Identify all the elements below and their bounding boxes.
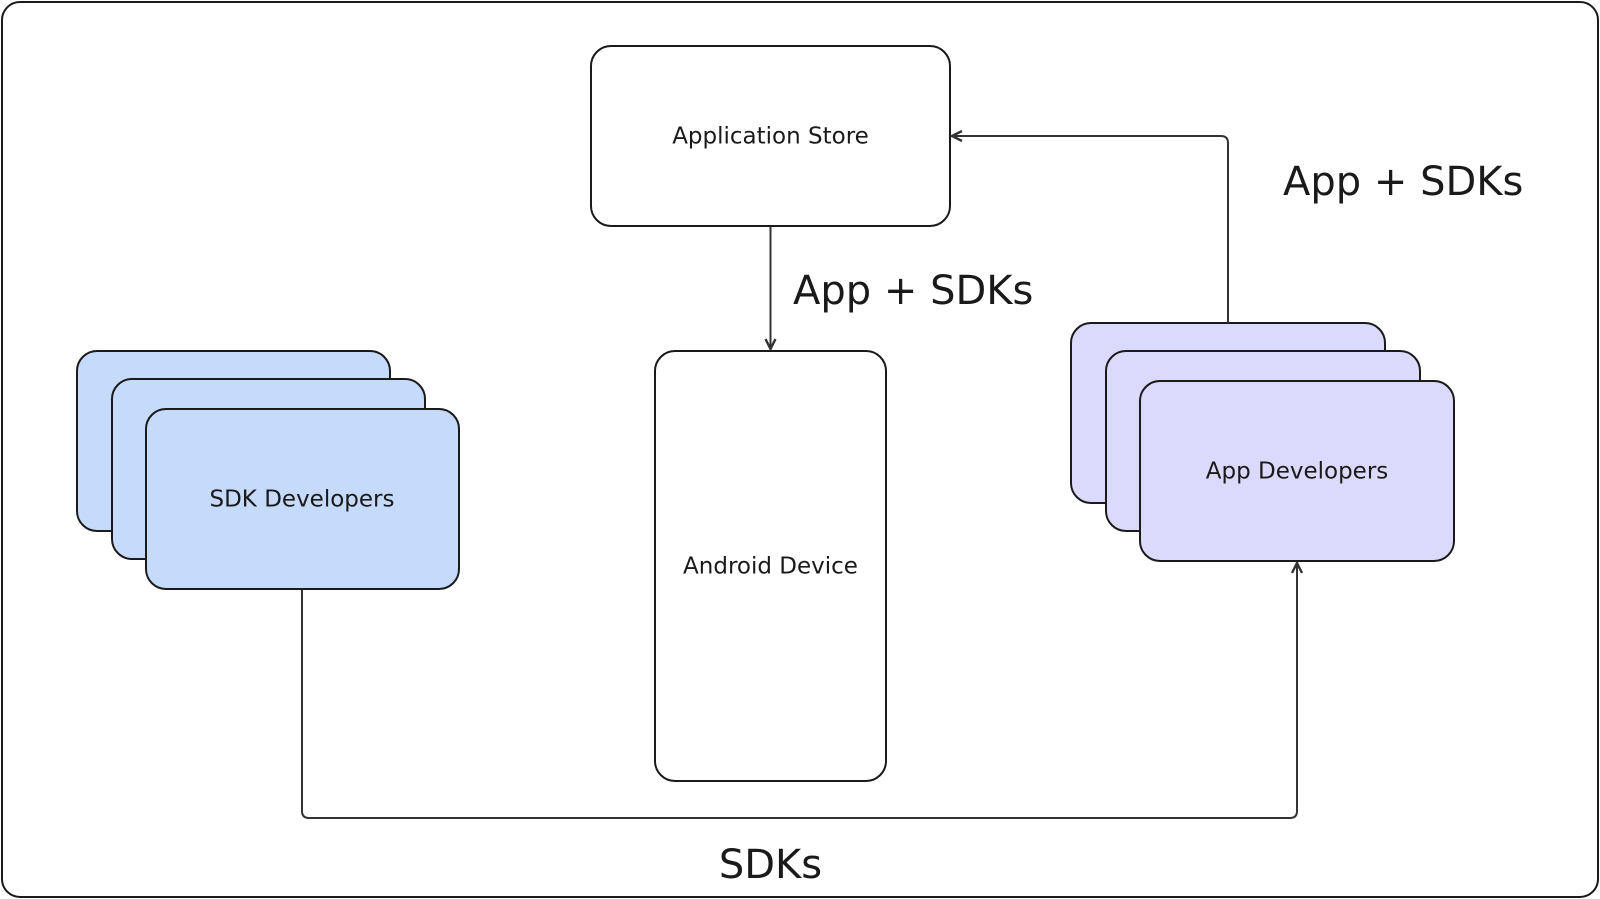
edge-app-devs-to-store-line <box>953 136 1229 323</box>
android-device-box <box>654 350 887 782</box>
sdk-developers-card-front <box>145 408 460 590</box>
app-developers-label: App Developers <box>1206 459 1389 485</box>
sdk-developers-label: SDK Developers <box>210 487 395 513</box>
application-store-node: Application Store <box>590 45 951 227</box>
edge-store-to-device: App + SDKs <box>771 227 1033 348</box>
app-developers-node: App Developers <box>1070 322 1455 562</box>
edge-store-to-device-label: App + SDKs <box>793 268 1033 314</box>
android-device-node: Android Device <box>654 350 887 782</box>
edge-app-devs-to-store: App + SDKs <box>953 136 1523 323</box>
edge-sdk-devs-to-app-devs-line <box>301 564 1297 819</box>
app-developers-card-front <box>1139 380 1455 562</box>
edge-sdk-devs-to-app-devs-label: SDKs <box>719 842 822 888</box>
edge-sdk-devs-to-app-devs: SDKs <box>301 564 1297 888</box>
sdk-developers-node: SDK Developers <box>76 350 460 590</box>
edge-app-devs-to-store-label: App + SDKs <box>1283 159 1523 205</box>
android-device-label: Android Device <box>683 554 858 580</box>
application-store-box <box>590 45 951 227</box>
application-store-label: Application Store <box>672 124 869 150</box>
